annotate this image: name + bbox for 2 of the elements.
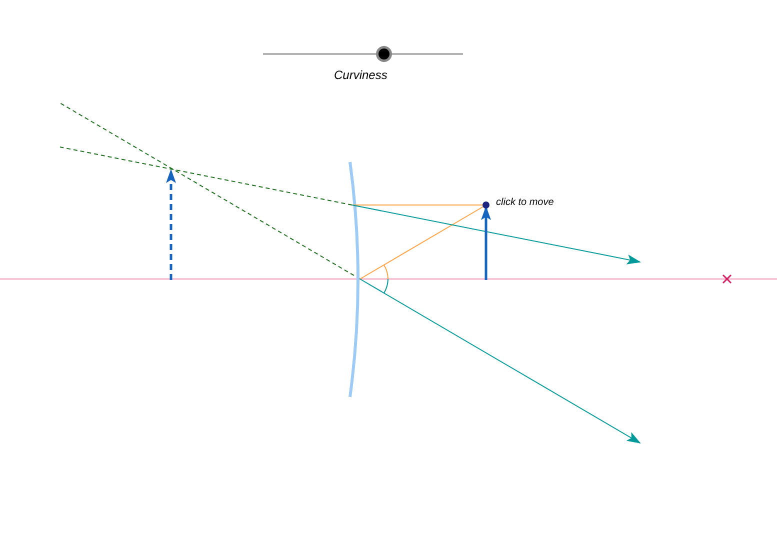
hint-text: click to move	[496, 197, 554, 208]
slider-label: Curviness	[334, 68, 388, 82]
